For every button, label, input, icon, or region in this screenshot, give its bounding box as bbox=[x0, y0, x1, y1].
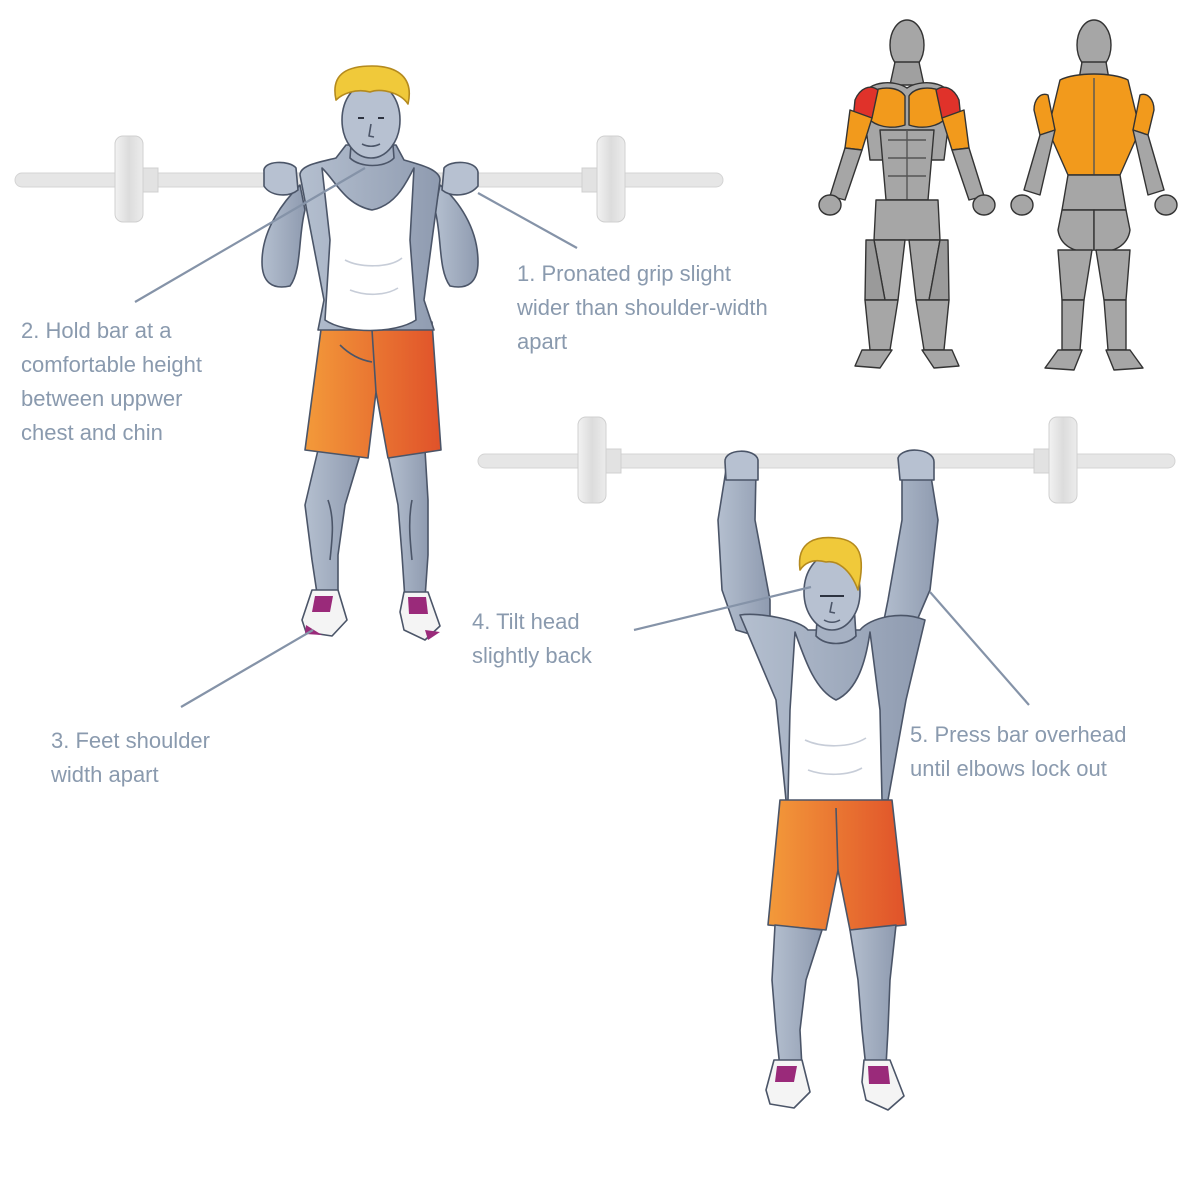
leader-line-press bbox=[929, 591, 1030, 706]
barbell-lockout bbox=[477, 416, 1176, 504]
leader-line-grip bbox=[477, 192, 578, 249]
callout-hold-bar-line: chest and chin bbox=[21, 420, 163, 445]
callout-feet: 3. Feet shoulder width apart bbox=[51, 724, 210, 792]
callout-press-line: until elbows lock out bbox=[910, 756, 1107, 781]
athlete-start-pose bbox=[261, 65, 479, 641]
callout-press-line: 5. Press bar overhead bbox=[910, 722, 1127, 747]
callout-grip-line: wider than shoulder-width bbox=[517, 295, 768, 320]
callout-grip-line: apart bbox=[517, 329, 568, 354]
leader-line-tilt-head bbox=[633, 585, 812, 632]
leader-line-feet bbox=[180, 629, 314, 708]
callout-tilt-head-line: slightly back bbox=[472, 643, 592, 668]
callout-feet-line: width apart bbox=[51, 762, 159, 787]
leader-line-hold-bar bbox=[134, 167, 366, 303]
muscle-map-front bbox=[818, 19, 996, 369]
callout-tilt-head-line: 4. Tilt head bbox=[472, 609, 580, 634]
callout-hold-bar-line: 2. Hold bar at a bbox=[21, 318, 172, 343]
callout-tilt-head: 4. Tilt head slightly back bbox=[472, 605, 592, 673]
callout-feet-line: 3. Feet shoulder bbox=[51, 728, 210, 753]
callout-hold-bar-line: comfortable height bbox=[21, 352, 202, 377]
leader-lines bbox=[134, 167, 1030, 708]
muscle-map-back bbox=[1010, 19, 1178, 371]
callout-hold-bar: 2. Hold bar at a comfortable height betw… bbox=[21, 314, 202, 450]
athlete-lockout-pose bbox=[717, 449, 939, 1111]
callout-grip: 1. Pronated grip slight wider than shoul… bbox=[517, 257, 768, 359]
callout-grip-line: 1. Pronated grip slight bbox=[517, 261, 732, 286]
callout-hold-bar-line: between uppwer bbox=[21, 386, 183, 411]
callout-press: 5. Press bar overhead until elbows lock … bbox=[910, 718, 1126, 786]
